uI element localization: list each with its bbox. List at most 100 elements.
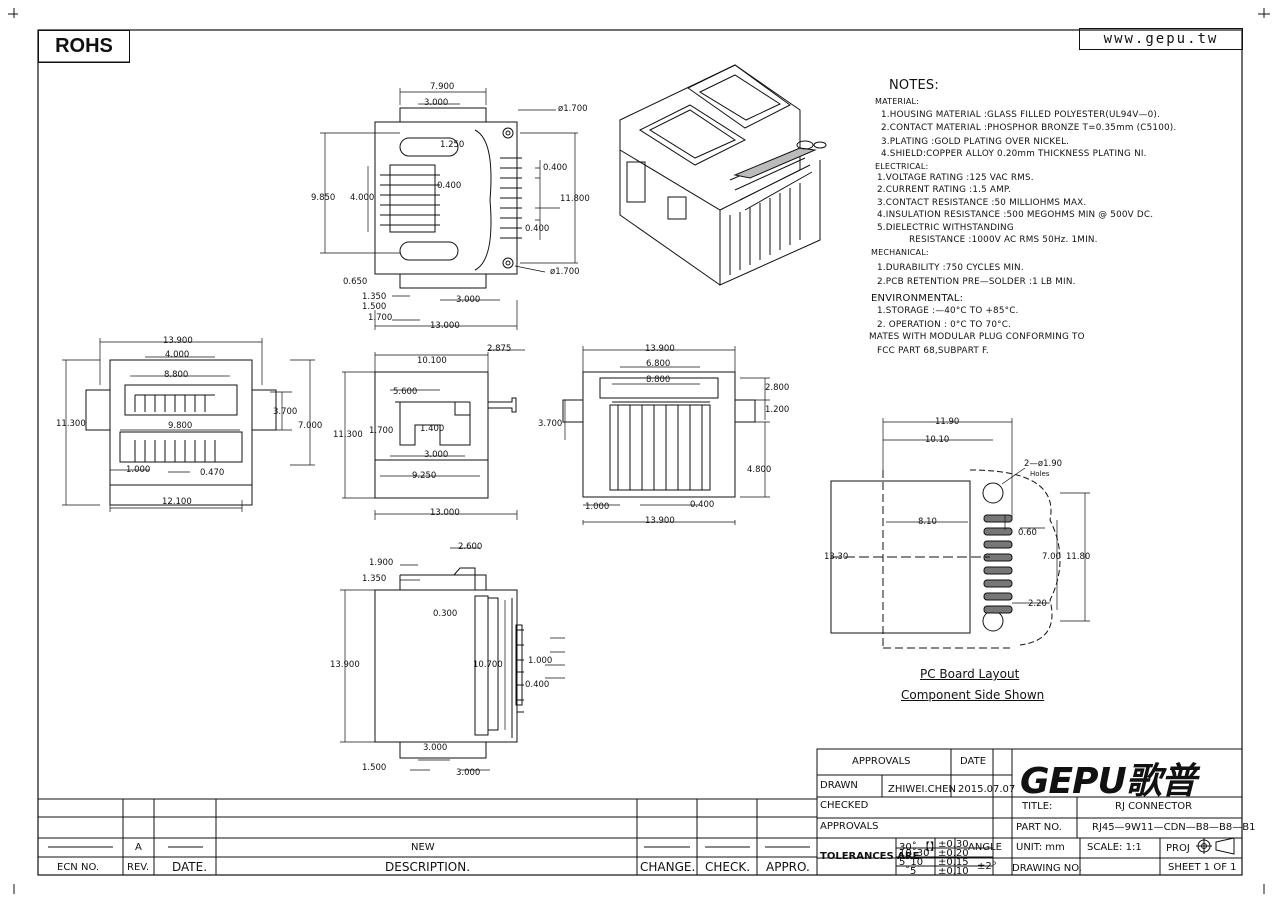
note-electrical-5: 5.DIELECTRIC WITHSTANDING	[877, 223, 1014, 233]
tb-drawn-by: ZHIWEI.CHEN	[888, 784, 956, 795]
pcb-layout	[830, 418, 1090, 649]
dim-side-1700: 1.700	[369, 426, 394, 436]
dim-bottom-1900: 1.900	[369, 558, 394, 568]
tb-tolerances: TOLERANCES ARE	[820, 851, 920, 862]
note-electrical-1: 1.VOLTAGE RATING :125 VAC RMS.	[877, 173, 1034, 183]
dim-top-1350: 1.350	[362, 292, 387, 302]
dim-side-3000: 3.000	[424, 450, 449, 460]
dim-top-hole1: ø1.700	[558, 104, 588, 114]
note-electrical-6: RESISTANCE :1000V AC RMS 50Hz. 1MIN.	[909, 235, 1098, 245]
rev-header-change: CHANGE.	[640, 860, 696, 874]
note-mechanical-2: 2.PCB RETENTION PRE—SOLDER :1 LB MIN.	[877, 277, 1076, 287]
dim-top-hole2: ø1.700	[550, 267, 580, 277]
rev-header-ecn: ECN NO.	[57, 862, 100, 873]
dim-front-4000: 4.000	[165, 350, 190, 360]
dim-top-0400c: 0.400	[525, 224, 550, 234]
title-block-lines	[38, 748, 1243, 876]
dim-bottom-1500: 1.500	[362, 763, 387, 773]
tb-tol-r3c2: ±0.15	[938, 857, 969, 868]
dim-rear-1200: 1.200	[765, 405, 790, 415]
tb-tol-r2c1: 10˚30	[899, 848, 930, 859]
note-material-2: 2.CONTACT MATERIAL :PHOSPHOR BRONZE T=0.…	[881, 123, 1177, 133]
dim-pcb-holes-label: Holes	[1030, 470, 1050, 478]
tb-tol-r4c1: ˚5	[905, 866, 917, 877]
dim-bottom-3000b: 3.000	[456, 768, 481, 778]
tb-tol-r4c2: ±0.10	[938, 866, 969, 877]
dim-rear-13900b: 13.900	[645, 516, 675, 526]
dim-bottom-0400: 0.400	[525, 680, 550, 690]
dim-top-1500: 1.500	[362, 302, 387, 312]
rev-header-appro: APPRO.	[766, 860, 810, 874]
tb-tol-r1c2: ±0.30	[938, 839, 969, 850]
website-url[interactable]: www.gepu.tw	[1079, 28, 1243, 50]
dim-top-9850: 9.850	[311, 193, 336, 203]
rev-header-rev: REV.	[127, 862, 149, 873]
dim-bottom-1000: 1.000	[528, 656, 553, 666]
dim-bottom-2600: 2.600	[458, 542, 483, 552]
electrical-header: ELECTRICAL:	[875, 162, 929, 171]
note-electrical-2: 2.CURRENT RATING :1.5 AMP.	[877, 185, 1012, 195]
note-electrical-4: 4.INSULATION RESISTANCE :500 MEGOHMS MIN…	[877, 210, 1154, 220]
dim-pcb-1010: 10.10	[925, 435, 950, 445]
gepu-logo: GEPU歌普	[1020, 761, 1197, 802]
dim-pcb-1180: 11.80	[1066, 552, 1091, 562]
tb-date: DATE	[960, 756, 987, 767]
note-environmental-2: 2. OPERATION : 0°C TO 70°C.	[877, 320, 1012, 330]
tb-angle: ANGLE	[968, 842, 1002, 853]
dim-top-7900: 7.900	[430, 82, 455, 92]
dim-front-9800: 9.800	[168, 421, 193, 431]
dim-rear-6800: 6.800	[646, 359, 671, 369]
front-view	[62, 338, 315, 512]
dim-rear-0400: 0.400	[690, 500, 715, 510]
tb-tol-r3c1: 5˚10	[899, 857, 924, 868]
dim-front-7000: 7.000	[298, 421, 323, 431]
dim-side-2875: 2.875	[487, 344, 512, 354]
dim-side-9250: 9.250	[412, 471, 437, 481]
dim-side-10100: 10.100	[417, 356, 447, 366]
dim-bottom-10700: 10.700	[473, 660, 503, 670]
dim-pcb-1190: 11.90	[935, 417, 960, 427]
rev-header-date: DATE.	[172, 860, 208, 874]
rev-header-description: DESCRIPTION.	[385, 860, 471, 874]
tb-angle-tol: ±2°	[977, 861, 997, 872]
tb-approvals2: APPROVALS	[820, 821, 879, 832]
dim-front-8800: 8.800	[164, 370, 189, 380]
tb-title-label: TITLE:	[1022, 801, 1053, 812]
dim-rear-2800: 2.800	[765, 383, 790, 393]
note-material-3: 3.PLATING :GOLD PLATING OVER NICKEL.	[881, 137, 1070, 147]
pcb-caption-2: Component Side Shown	[901, 688, 1045, 702]
dim-top-11800: 11.800	[560, 194, 590, 204]
top-view	[320, 88, 578, 330]
side-view	[342, 349, 525, 520]
dim-rear-1000: 1.000	[585, 502, 610, 512]
dim-rear-13900: 13.900	[645, 344, 675, 354]
tb-scale: SCALE: 1:1	[1087, 842, 1142, 853]
dim-pcb-700: 7.00	[1042, 552, 1061, 562]
dim-side-5600: 5.600	[393, 387, 418, 397]
tb-part-label: PART NO.	[1016, 822, 1062, 833]
dim-front-0470: 0.470	[200, 468, 225, 478]
rohs-label: ROHS	[38, 30, 130, 63]
tb-tol-r1c1: 30˚ 【】	[899, 842, 940, 853]
dim-front-13900: 13.900	[163, 336, 193, 346]
dim-pcb-060: 0.60	[1018, 528, 1037, 538]
pcb-caption-1: PC Board Layout	[920, 667, 1020, 681]
dim-top-1700: 1.700	[368, 313, 393, 323]
tb-proj: PROJ	[1166, 843, 1190, 854]
dim-front-1000: 1.000	[126, 465, 151, 475]
dim-bottom-1350: 1.350	[362, 574, 387, 584]
material-header: MATERIAL:	[875, 97, 920, 106]
dim-side-1400: 1.400	[420, 424, 445, 434]
rev-header-check: CHECK.	[705, 860, 751, 874]
isometric-view	[619, 64, 827, 286]
tb-approvals: APPROVALS	[852, 756, 911, 767]
tb-part-number: RJ45—9W11—CDN—B8—B8—B1	[1092, 822, 1256, 833]
rear-view	[562, 346, 770, 525]
rev-value: A	[135, 842, 142, 853]
notes-title: NOTES:	[889, 78, 939, 93]
dim-top-13000: 13.000	[430, 321, 460, 331]
dim-bottom-13900: 13.900	[330, 660, 360, 670]
dim-front-12100: 12.100	[162, 497, 192, 507]
dim-side-11300: 11.300	[333, 430, 363, 440]
